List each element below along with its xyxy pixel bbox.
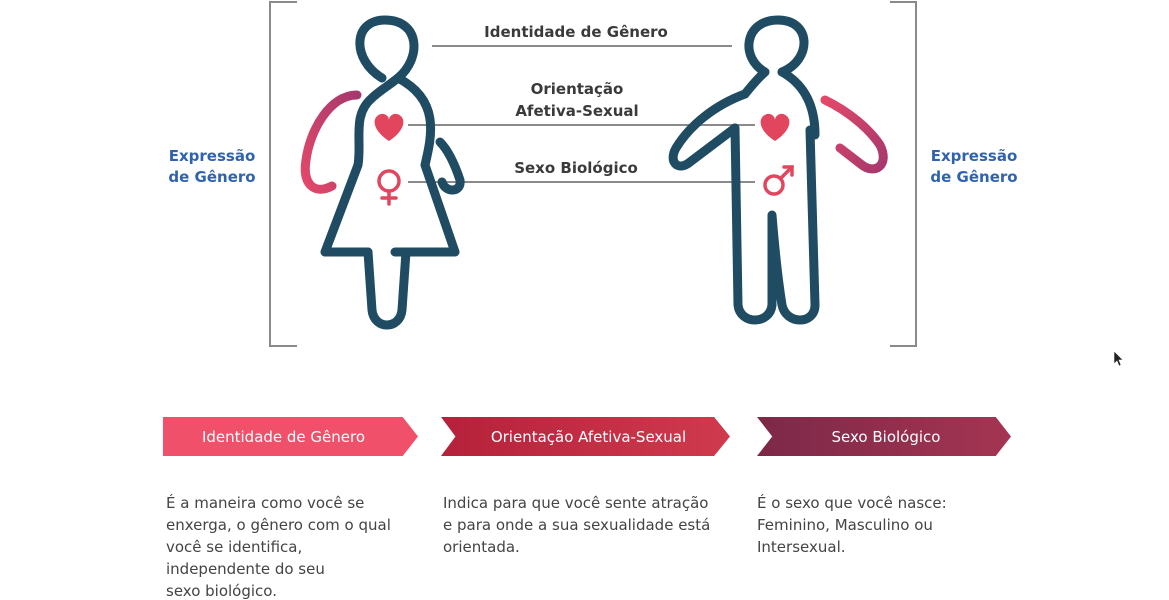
left-bracket (269, 1, 297, 347)
description-line: Intersexual. (757, 538, 846, 556)
male-right-arm (820, 95, 888, 174)
sex-description: É o sexo que você nasce: Feminino, Mascu… (757, 492, 1007, 558)
female-symbol-icon (377, 169, 401, 206)
left-expression-label-line2: de Gênero (168, 168, 255, 186)
orientation-label-line1: Orientação (531, 80, 624, 98)
orientation-label-line2: Afetiva-Sexual (515, 102, 638, 120)
heart-icon (760, 113, 790, 141)
category-arrows: Identidade de Gênero Orientação Afetiva-… (0, 417, 1169, 457)
sex-label: Sexo Biológico (514, 159, 638, 177)
description-line: Feminino, Masculino ou (757, 516, 933, 534)
description-line: orientada. (443, 538, 520, 556)
description-line: É o sexo que você nasce: (757, 494, 947, 512)
identity-arrow: Identidade de Gênero (163, 417, 418, 456)
description-line: É a maneira como você se (166, 494, 365, 512)
orientation-arrow: Orientação Afetiva-Sexual (441, 417, 730, 456)
male-symbol-icon (763, 165, 794, 196)
right-bracket (890, 1, 917, 347)
female-left-arm (300, 90, 362, 194)
identity-arrow-label: Identidade de Gênero (201, 427, 366, 446)
right-expression-label-line2: de Gênero (930, 168, 1017, 186)
sex-arrow-label: Sexo Biológico (831, 427, 941, 446)
description-line: você se identifica, (166, 538, 303, 556)
description-line: independente do seu (166, 560, 325, 578)
identity-label: Identidade de Gênero (484, 23, 668, 41)
gender-diagram: Identidade de Gênero Orientação Afetiva-… (168, 1, 1124, 367)
description-line: Indica para que você sente atração (443, 494, 709, 512)
sex-arrow: Sexo Biológico (757, 417, 1011, 456)
description-line: sexo biológico. (166, 582, 277, 600)
left-expression-label-line1: Expressão (169, 147, 256, 165)
orientation-description: Indica para que você sente atração e par… (443, 492, 733, 558)
right-expression-label-line1: Expressão (931, 147, 1018, 165)
identity-description: É a maneira como você se enxerga, o gêne… (166, 492, 406, 600)
heart-icon (374, 113, 404, 141)
description-line: e para onde a sua sexualidade está (443, 516, 711, 534)
male-figure (668, 15, 820, 325)
female-figure (320, 15, 465, 330)
orientation-arrow-label: Orientação Afetiva-Sexual (490, 427, 687, 446)
mouse-cursor-icon (1113, 350, 1124, 367)
description-line: enxerga, o gênero com o qual (166, 516, 391, 534)
